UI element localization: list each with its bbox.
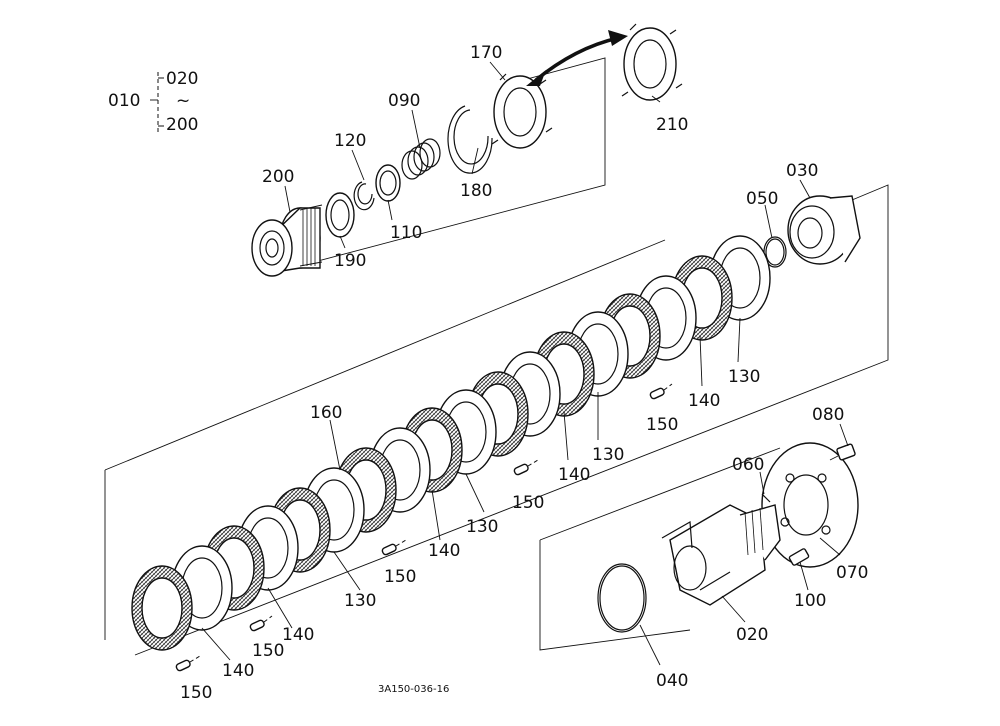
callout-080: 080: [812, 405, 844, 425]
callout-180: 180: [460, 181, 492, 201]
hub-200: [251, 204, 323, 277]
spring-090: [401, 138, 441, 180]
plate-170: [491, 73, 553, 149]
callout-020: 020: [736, 625, 768, 645]
o-ring-040: [597, 563, 647, 633]
callout-140: 140: [222, 661, 254, 681]
callout-040: 040: [656, 671, 688, 691]
callout-210: 210: [656, 115, 688, 135]
ring-110: [375, 164, 401, 202]
callout-150: 150: [180, 683, 212, 703]
middle-frame-lines: [104, 184, 889, 656]
callout-070: 070: [836, 563, 868, 583]
ring-190: [325, 192, 355, 238]
callout-labels: 010 020 ~ 200 170 210 090 120 180 200 19…: [108, 43, 868, 703]
callout-130: 130: [466, 517, 498, 537]
pin-060: [761, 493, 771, 503]
callout-100: 100: [794, 591, 826, 611]
callout-140: 140: [558, 465, 590, 485]
upper-frame-lines: [264, 57, 606, 276]
callout-140: 140: [428, 541, 460, 561]
range-note: [150, 72, 164, 132]
range-main-label: 010: [108, 91, 140, 111]
range-tilde: ~: [176, 91, 190, 111]
friction-plate: [131, 565, 193, 651]
callout-170: 170: [470, 43, 502, 63]
friction-plate: [467, 371, 529, 457]
lower-frame-lines: [539, 447, 781, 651]
range-from-label: 020: [166, 69, 198, 89]
snap-ring-180: [447, 105, 493, 174]
leader-lines: [201, 61, 849, 666]
plate-210: [621, 23, 683, 101]
range-to-label: 200: [166, 115, 198, 135]
callout-200: 200: [262, 167, 294, 187]
callout-150: 150: [384, 567, 416, 587]
callout-120: 120: [334, 131, 366, 151]
callout-110: 110: [390, 223, 422, 243]
interchange-arrow: [526, 30, 628, 86]
callout-050: 050: [746, 189, 778, 209]
pin-100: [788, 548, 810, 566]
callout-130: 130: [344, 591, 376, 611]
snap-ring-120: [353, 181, 375, 211]
callout-060: 060: [732, 455, 764, 475]
callout-130: 130: [592, 445, 624, 465]
pins-150: [175, 383, 673, 672]
callout-090: 090: [388, 91, 420, 111]
drawing-number: 3A150-036-16: [378, 684, 449, 695]
callout-190: 190: [334, 251, 366, 271]
callout-140: 140: [282, 625, 314, 645]
clutch-pack: [131, 235, 771, 651]
callout-130: 130: [728, 367, 760, 387]
callout-030: 030: [786, 161, 818, 181]
end-plate-070: [761, 442, 859, 568]
bolt-080: [829, 443, 856, 461]
callout-160: 160: [310, 403, 342, 423]
callout-150: 150: [512, 493, 544, 513]
callout-140: 140: [688, 391, 720, 411]
callout-150: 150: [252, 641, 284, 661]
drum-020: [661, 504, 781, 606]
callout-150: 150: [646, 415, 678, 435]
housing-030: [787, 195, 861, 265]
